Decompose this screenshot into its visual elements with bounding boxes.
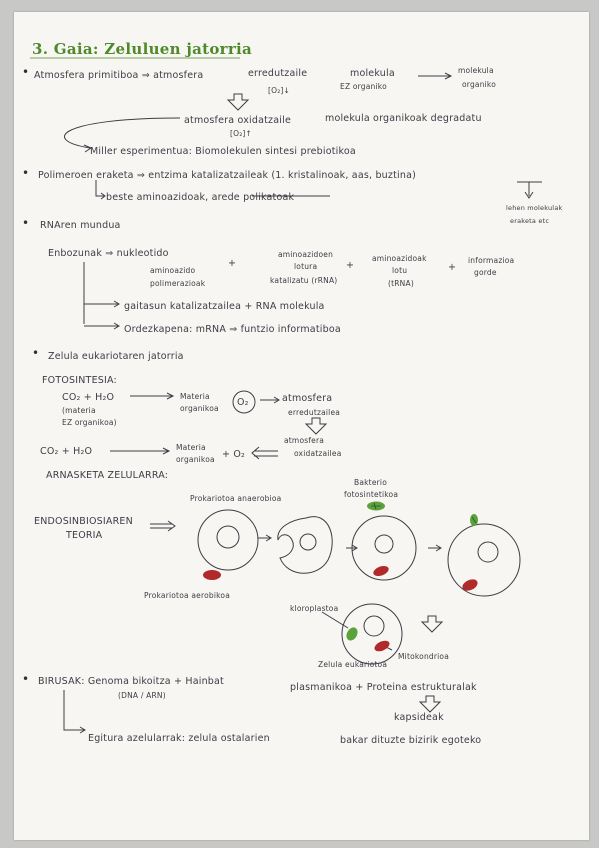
s4-eq1g: erredutzailea	[288, 408, 341, 417]
s4-endo2: TEORIA	[66, 530, 103, 541]
bullet-3: •	[22, 216, 30, 230]
s1-line1d: EZ organiko	[340, 82, 387, 91]
s1-line2b: molekula organikoak degradatu	[325, 113, 482, 124]
s5-kaps: kapsideak	[394, 712, 444, 723]
s5-line2b: bakar dituzte bizirik egoteko	[340, 735, 482, 746]
s4-heading: Zelula eukariotaren jatorria	[48, 351, 184, 362]
s4-eq1c: EZ organikoa)	[62, 418, 117, 427]
s3-plus2: +	[346, 260, 355, 271]
s4-eq1e: organikoa	[180, 404, 219, 413]
s1-line2: atmosfera oxidatzaile	[184, 115, 291, 126]
s4-endo1: ENDOSINBIOSIAREN	[34, 516, 133, 527]
s3-mid2: lotura	[294, 262, 318, 271]
s4-eq1d: Materia	[180, 392, 210, 401]
s5-line1: BIRUSAK: Genoma bikoitza + Hainbat	[38, 676, 224, 687]
s2-line1: Polimeroen eraketa ⇒ entzima katalizatza…	[38, 170, 416, 181]
s4-o2: O₂	[237, 397, 249, 408]
cell-4	[447, 523, 521, 597]
s4-eq2f: oxidatzailea	[294, 449, 342, 458]
s4-arnas: ARNASKETA ZELULARRA:	[46, 470, 169, 481]
s4-bak2: fotosintetikoa	[344, 490, 399, 499]
s4-eq1b: (materia	[62, 406, 96, 415]
s4-klor: kloroplastoa	[290, 604, 339, 613]
s3-b2: Ordezkapena: mRNA ⇒ funtzio informatiboa	[124, 324, 341, 335]
s5-line2: Egitura azelularrak: zelula ostalarien	[88, 733, 270, 744]
bullet-2: •	[22, 166, 30, 180]
s4-eq2d: + O₂	[222, 449, 246, 460]
eukaryote-cell	[341, 603, 403, 665]
s4-eq2a: CO₂ + H₂O	[40, 446, 93, 457]
s2-note2: eraketa etc	[510, 217, 550, 225]
s4-eq2e: atmosfera	[284, 436, 325, 445]
bullet-1: •	[22, 65, 30, 79]
s5-line1c: plasmanikoa + Proteina estrukturalak	[290, 682, 477, 693]
s3-b1: gaitasun katalizatzailea + RNA molekula	[124, 301, 325, 312]
page-title: 3. Gaia: Zeluluen jatorria	[32, 40, 253, 58]
s4-eq1f: atmosfera	[282, 393, 333, 404]
s3-heading: RNAren mundua	[40, 220, 121, 231]
s4-foto: FOTOSINTESIA:	[42, 375, 117, 386]
notebook-page	[14, 12, 589, 840]
s3-emb3: polimerazioak	[150, 279, 206, 288]
organelles	[203, 501, 478, 652]
s4-proka1: Prokariotoa anaerobioa	[190, 494, 282, 503]
s2-note1: lehen molekulak	[506, 204, 563, 212]
s1-line1c: molekula	[350, 68, 395, 79]
s3-right2: lotu	[392, 266, 408, 275]
hollow-arrow-down-1	[226, 93, 250, 111]
curve-to-miller	[63, 117, 181, 149]
s4-eq2c: organikoa	[176, 455, 215, 464]
s3-far1: informazioa	[468, 256, 515, 265]
s3-mid1: aminoazidoen	[278, 250, 334, 259]
s1-line1f: organiko	[462, 80, 496, 89]
bullet-5: •	[22, 672, 30, 686]
s3-plus3: +	[448, 262, 457, 273]
s3-mid3: katalizatu (rRNA)	[270, 276, 338, 285]
s3-far2: gorde	[474, 268, 497, 277]
s4-proka2: Prokariotoa aerobikoa	[144, 591, 230, 600]
aerobic-prokaryote	[203, 570, 221, 580]
s4-euka: Zelula eukariotoa	[318, 660, 388, 669]
s3-emb2: aminoazido	[150, 266, 196, 275]
s3-plus1: +	[228, 258, 237, 269]
s1-line1e: molekula	[458, 66, 494, 75]
s4-mito: Mitokondrioa	[398, 652, 450, 661]
s3-right1: aminoazidoak	[372, 254, 427, 263]
bullet-4: •	[32, 346, 40, 360]
cell-3	[351, 515, 417, 581]
s1-line1: Atmosfera primitiboa ⇒ atmosfera	[34, 70, 204, 81]
s2-line2: beste aminoazidoak, arede polikatoak	[106, 192, 295, 203]
s1-co2b: [O₂]↑	[230, 129, 253, 138]
s1-co2a: [O₂]↓	[268, 86, 291, 95]
s5-line1b: (DNA / ARN)	[118, 691, 166, 700]
cell-2-engulfing	[277, 516, 333, 574]
s4-eq2b: Materia	[176, 443, 206, 452]
s4-bak1: Bakterio	[354, 478, 387, 487]
s3-right3: (tRNA)	[388, 279, 414, 288]
cell-1	[197, 509, 259, 571]
s3-emb: Enbozunak ⇒ nukleotido	[48, 248, 169, 259]
s1-line3: Miller esperimentua: Biomolekulen sintes…	[90, 146, 356, 157]
o2-circle	[232, 390, 256, 414]
s1-line1b: erredutzaile	[248, 68, 308, 79]
s4-eq1a: CO₂ + H₂O	[62, 392, 115, 403]
